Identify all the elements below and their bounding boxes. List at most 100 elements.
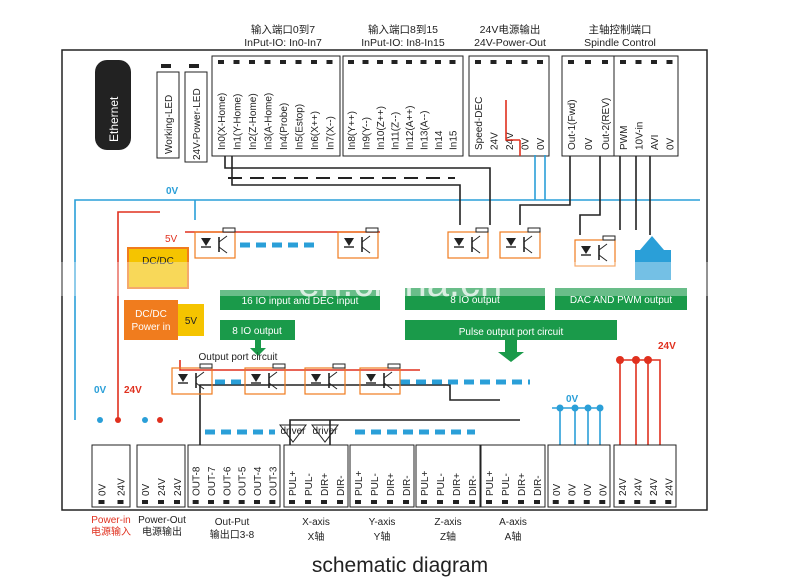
bottom-pin-label-y_axis: PUL+	[354, 471, 365, 496]
bottom-pin-label-x_axis: DIR+	[320, 473, 331, 496]
bottom-pin-dot	[469, 500, 475, 504]
in0-7-pin-label: In6(X++)	[310, 111, 321, 150]
in0-7-pin-dot	[264, 60, 271, 64]
in0-7-pin-label: In1(Y-Home)	[233, 94, 244, 150]
in0-7-pin-dot	[233, 60, 240, 64]
bottom-pin-dot	[437, 500, 443, 504]
spindle-analog-pin-label: 0V	[666, 137, 677, 150]
five-v-label: 5V	[185, 316, 198, 327]
bottom-connector-outputs	[187, 444, 281, 508]
ethernet-label: Ethernet	[107, 96, 121, 142]
bottom-pin-dot	[403, 500, 409, 504]
in8-15-pin-label: In14	[434, 130, 445, 150]
dac-triangle-icon	[640, 236, 664, 250]
bottom-pin-dot	[618, 500, 625, 504]
in8-15-pin-label: In8(Y++)	[347, 111, 358, 150]
io8-left-label: 8 IO output	[232, 326, 282, 337]
bottom-pin-dot	[289, 500, 295, 504]
bottom-pin-label-y_axis: PUL-	[370, 473, 381, 496]
bottom-connector-a_axis	[480, 444, 546, 508]
spindle-analog-pin-label: PWM	[619, 126, 630, 150]
bottom-pin-label-outputs: OUT-5	[238, 466, 249, 496]
spindle-analog-pin-dot	[666, 60, 673, 64]
wiring	[74, 100, 700, 445]
bottom-pin-label-zero_v_block: 0V	[583, 483, 594, 496]
blue-dash-bars	[205, 242, 530, 435]
header-in8-15-cn: 输入端口8到15	[368, 23, 438, 36]
bottom-pin-dot	[321, 500, 327, 504]
bottom-pin-dot	[174, 500, 180, 504]
connector-in0-7	[211, 55, 341, 157]
dac-base-icon	[635, 250, 671, 280]
label-y-axis-en: Y-axis	[369, 517, 396, 528]
working-led-box	[156, 71, 180, 159]
bottom-pin-label-outputs: OUT-3	[268, 466, 279, 496]
spindle-out-pin-label: 0V	[584, 137, 595, 150]
output-circuit-label: Output port circuit	[199, 352, 278, 363]
in8-15-pin-label: In12(A++)	[405, 106, 416, 150]
output-arrow-icon	[250, 340, 266, 356]
bottom-pin-dot	[238, 500, 245, 504]
bottom-pin-dot	[518, 500, 524, 504]
io16-block	[220, 290, 380, 310]
header-in0-7-en: InPut-IO: In0-In7	[244, 37, 322, 49]
bottom-pin-label-a_axis: PUL-	[501, 473, 512, 496]
bottom-pin-label-a_axis: DIR+	[517, 473, 528, 496]
rail-0v-label-right: 0V	[566, 394, 579, 405]
bottom-pin-label-y_axis: DIR-	[402, 475, 413, 496]
ethernet-port	[95, 60, 131, 150]
rail-24v-label-right: 24V	[658, 341, 676, 352]
in0-7-pin-dot	[295, 60, 302, 64]
bottom-pin-dot	[117, 500, 124, 504]
label-power-in-cn: 电源输入	[91, 525, 131, 538]
bottom-pin-dot	[371, 500, 377, 504]
in8-15-pin-label: In9(Y--)	[362, 117, 373, 150]
bottom-pin-label-power_in: 24V	[117, 478, 128, 496]
optocoupler-icon	[194, 227, 236, 259]
bottom-connector-power_in	[91, 444, 131, 508]
watermark-band	[0, 262, 800, 296]
bottom-pin-label-z_axis: PUL-	[436, 473, 447, 496]
bottom-pin-label-zero_v_block: 0V	[598, 483, 609, 496]
label-x-axis-cn: X轴	[308, 530, 325, 543]
board-frame	[61, 49, 708, 511]
spindle-analog-pin-label: 10V-in	[635, 122, 646, 150]
in0-7-pin-dot	[249, 60, 255, 64]
in8-15-pin-dot	[362, 60, 369, 64]
bottom-pin-dot	[158, 500, 164, 504]
optocoupler-icon	[304, 363, 346, 395]
in8-15-pin-dot	[406, 60, 412, 64]
power-out-pin-label: 0V	[536, 137, 547, 150]
in8-15-pin-dot	[377, 60, 383, 64]
in0-7-pin-label: In3(A-Home)	[264, 93, 275, 150]
optocoupler-icon	[447, 227, 489, 259]
bottom-pin-dot	[665, 500, 672, 504]
power-out-pin-label: Speed-DEC	[474, 97, 485, 150]
bottom-pin-label-v24_block: 24V	[618, 478, 629, 496]
pulse-circuit-label: Pulse output port circuit	[459, 327, 564, 338]
bottom-pin-dot	[192, 500, 199, 504]
bottom-pin-label-z_axis: DIR+	[452, 473, 463, 496]
power-led-icon	[189, 64, 199, 68]
spindle-analog-pin-dot	[635, 60, 642, 64]
bottom-pin-label-a_axis: PUL+	[485, 471, 496, 496]
optocoupler-icon	[499, 227, 541, 259]
bottom-pin-dot	[269, 500, 276, 504]
bottom-pin-dot	[568, 500, 575, 504]
optocoupler-icon	[171, 363, 213, 395]
bottom-pin-dot	[305, 500, 311, 504]
in0-7-pin-dot	[218, 60, 224, 64]
bottom-pin-label-outputs: OUT-8	[192, 466, 203, 496]
driver-buffers: driver driver	[278, 424, 340, 443]
bottom-pin-label-v24_block: 24V	[649, 478, 660, 496]
bottom-pin-dot	[337, 500, 343, 504]
bottom-pin-label-power_out: 24V	[173, 478, 184, 496]
bottom-pin-dot	[254, 500, 260, 504]
in0-7-pin-dot	[326, 60, 333, 64]
bottom-pin-dot	[223, 500, 230, 504]
bottom-pin-dot	[599, 500, 606, 504]
bottom-pin-dot	[387, 500, 393, 504]
power-out-pin-dot	[537, 60, 543, 64]
bottom-pin-label-v24_block: 24V	[664, 478, 675, 496]
